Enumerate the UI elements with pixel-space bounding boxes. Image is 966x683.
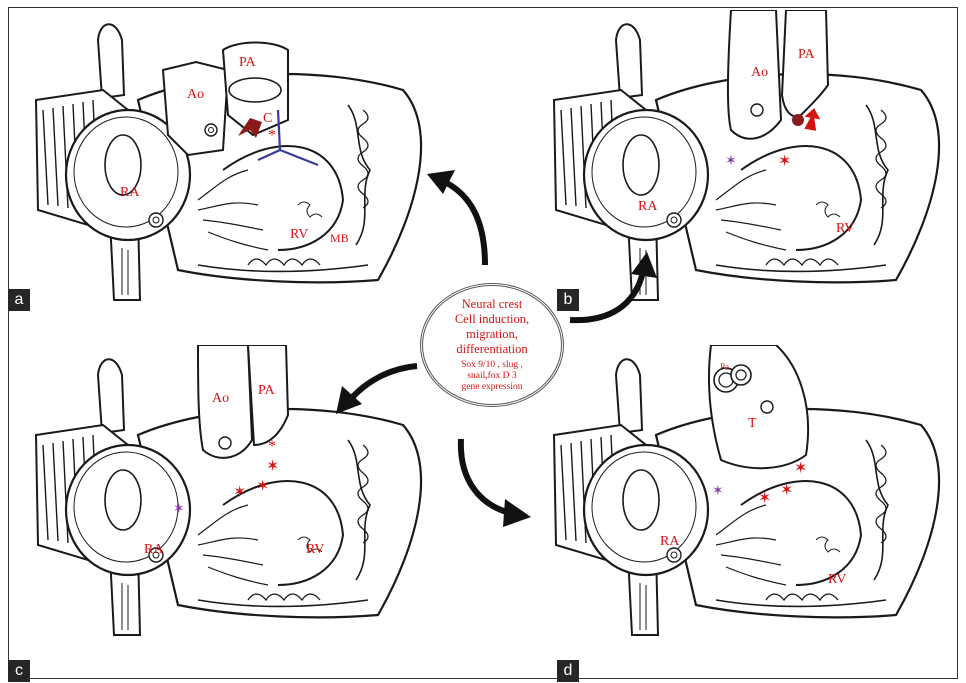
ra-label: RA (144, 543, 163, 557)
neural-crest-summary: Neural crest Cell induction, migration, … (420, 283, 564, 407)
svg-text:✶: ✶ (758, 488, 771, 507)
ra-label: RA (120, 186, 139, 200)
center-line-1: Neural crest (462, 297, 523, 312)
genes-line-1: Sox 9/10 , slug , (461, 360, 523, 371)
panel-d: ✶ ✶ ✶ ✶ Pa T RA RV (536, 345, 966, 645)
panel-d-heart-drawing: ✶ ✶ ✶ ✶ (536, 345, 966, 645)
center-line-4: differentiation (456, 342, 527, 357)
ao-label: Ao (212, 392, 229, 406)
truncus-label: T (748, 417, 757, 431)
pa-label: PA (798, 48, 815, 62)
rv-label: RV (290, 228, 308, 242)
rv-label: RV (828, 573, 846, 587)
arrow-to-panel-c (332, 360, 422, 420)
panel-d-badge: d (557, 660, 579, 682)
panel-a-badge: a (8, 289, 30, 311)
panel-c-badge: c (8, 660, 30, 682)
svg-text:✶: ✶ (725, 153, 737, 169)
arrow-to-panel-d (455, 435, 535, 530)
arrow-to-panel-a (425, 160, 505, 270)
asterisk-marker: * (268, 439, 276, 455)
panel-a: Ao PA C * RA RV MB (18, 10, 458, 310)
asterisk-marker: * (268, 128, 276, 144)
pa-label: Pa (720, 363, 729, 372)
genes-line-3: gene expression (462, 382, 523, 393)
svg-text:✶: ✶ (794, 458, 807, 477)
svg-text:✶: ✶ (256, 476, 269, 495)
ao-label: Ao (751, 66, 768, 80)
center-line-3: migration, (466, 327, 518, 342)
mb-label: MB (330, 232, 349, 244)
rv-label: RV (306, 543, 324, 557)
svg-text:✶: ✶ (266, 456, 279, 475)
center-line-2: Cell induction, (455, 312, 529, 327)
ao-label: Ao (187, 88, 204, 102)
rv-label: RV (836, 222, 854, 236)
pa-label: PA (258, 384, 275, 398)
svg-text:✶: ✶ (778, 151, 791, 170)
svg-text:✶: ✶ (780, 480, 793, 499)
crista-label: C (263, 112, 272, 126)
ra-label: RA (660, 535, 679, 549)
panel-a-heart-drawing (18, 10, 458, 310)
svg-text:✶: ✶ (712, 483, 724, 499)
arrow-to-panel-b (565, 250, 660, 330)
svg-text:✶: ✶ (233, 482, 246, 501)
svg-text:✶: ✶ (173, 501, 185, 517)
genes-line-2: snail,fox D 3 (467, 371, 516, 382)
pa-label: PA (239, 56, 256, 70)
ra-label: RA (638, 200, 657, 214)
